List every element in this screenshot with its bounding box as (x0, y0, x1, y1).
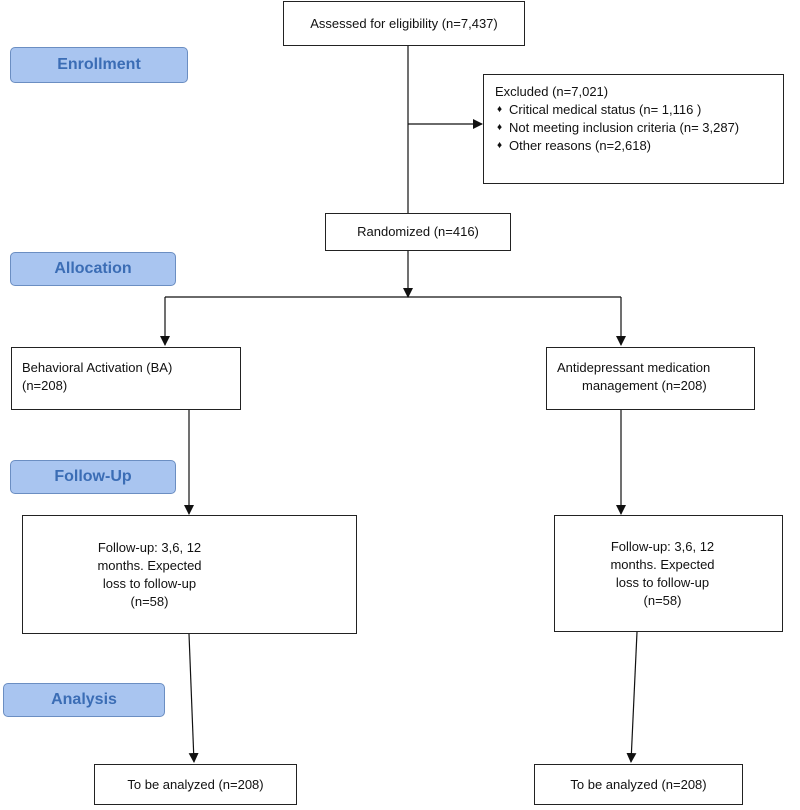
excluded-title: Excluded (n=7,021) (495, 84, 609, 99)
followup-left-line: Follow-up: 3,6, 12 (97, 539, 202, 555)
excluded-box: Excluded (n=7,021) Critical medical stat… (483, 74, 784, 184)
assessed-box: Assessed for eligibility (n=7,437) (283, 1, 525, 46)
stage-label-enrollment: Enrollment (10, 47, 188, 83)
analyzed-left-box: To be analyzed (n=208) (94, 764, 297, 805)
stage-label-allocation: Allocation (10, 252, 176, 286)
followup-left-line: loss to follow-up (102, 575, 197, 591)
followup-right-line: Follow-up: 3,6, 12 (610, 538, 715, 554)
followup-left-line: (n=58) (130, 593, 169, 609)
excluded-reason-item: Not meeting inclusion criteria (n= 3,287… (495, 119, 783, 137)
excluded-reason-item: Other reasons (n=2,618) (495, 137, 783, 155)
adm-arm-name: Antidepressant medication (557, 360, 711, 375)
arrow-followup-left-to-analyzed (188, 633, 199, 763)
followup-left-line: months. Expected (97, 557, 202, 573)
analyzed-right-box: To be analyzed (n=208) (534, 764, 743, 805)
followup-right-line: loss to follow-up (615, 574, 710, 590)
randomized-text: Randomized (n=416) (357, 224, 479, 239)
ba-arm-box: Behavioral Activation (BA) (n=208) (11, 347, 241, 410)
followup-right-line: (n=58) (643, 592, 682, 608)
adm-arm-count: management (n=208) (582, 378, 707, 393)
analyzed-left-text: To be analyzed (n=208) (127, 776, 264, 792)
excluded-reason-item: Critical medical status (n= 1,116 ) (495, 101, 783, 119)
ba-arm-count: (n=208) (22, 378, 68, 393)
ba-arm-name: Behavioral Activation (BA) (22, 360, 173, 375)
followup-right-line: months. Expected (610, 556, 715, 572)
followup-right-box: Follow-up: 3,6, 12 months. Expected loss… (554, 515, 783, 632)
adm-arm-box: Antidepressant medication management (n=… (546, 347, 755, 410)
followup-left-box: Follow-up: 3,6, 12 months. Expected loss… (22, 515, 357, 634)
stage-label-analysis: Analysis (3, 683, 165, 717)
arrow-followup-right-to-analyzed (626, 631, 638, 763)
excluded-reasons-list: Critical medical status (n= 1,116 ) Not … (495, 101, 783, 155)
stage-label-follow-up: Follow-Up (10, 460, 176, 494)
assessed-text: Assessed for eligibility (n=7,437) (310, 15, 498, 31)
analyzed-right-text: To be analyzed (n=208) (570, 776, 707, 792)
randomized-box: Randomized (n=416) (325, 213, 511, 251)
